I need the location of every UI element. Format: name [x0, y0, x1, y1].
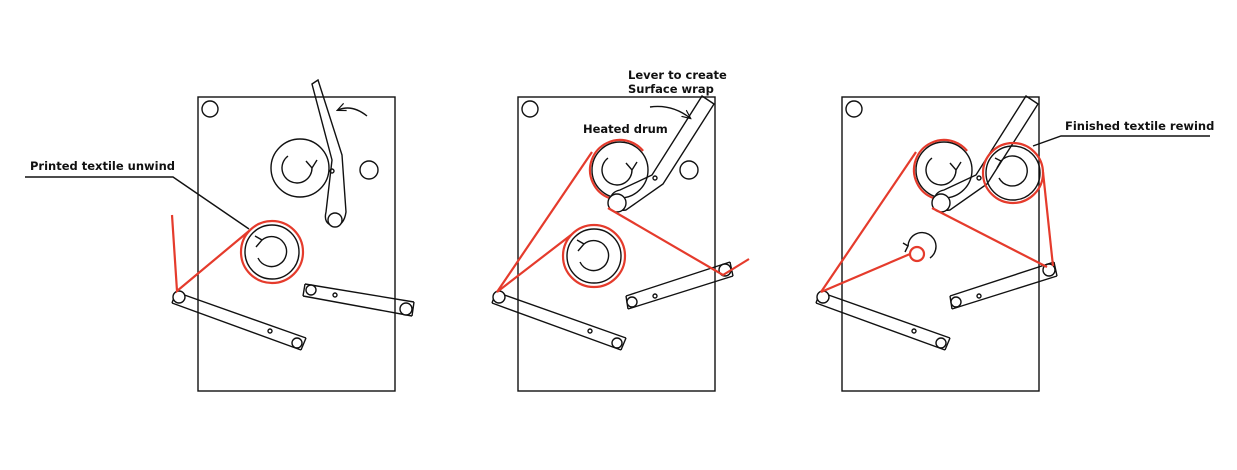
- heated-drum: [270, 138, 330, 198]
- rotation-arrow-head: [576, 239, 586, 252]
- unwind-roll-core: [244, 224, 300, 280]
- rotation-arrow: [281, 155, 313, 184]
- fabric-path: [496, 151, 593, 293]
- lever-pivot: [652, 175, 658, 181]
- unwind-roll: [239, 219, 305, 285]
- corner-hole: [521, 100, 539, 118]
- lever-pivot: [976, 175, 982, 181]
- surface-wrap-lever: [311, 78, 347, 227]
- rewind-leader: [1032, 135, 1210, 147]
- corner-hole: [845, 100, 863, 118]
- empty-unwind-core: [908, 245, 926, 263]
- lever-motion-arrow: [649, 105, 690, 118]
- rotation-arrow: [998, 155, 1028, 187]
- fabric-path: [496, 234, 572, 293]
- machine-frame: [517, 96, 716, 392]
- panel-3: Finished textile rewind: [815, 95, 1214, 392]
- rotation-arrow-head: [625, 161, 638, 172]
- unwind-leader: [25, 176, 250, 230]
- fabric-path: [820, 252, 911, 294]
- lever-motion-arrow: [338, 108, 368, 117]
- idle-roller: [679, 160, 699, 180]
- rotation-arrow: [907, 231, 937, 259]
- fabric-path: [931, 207, 1048, 268]
- tension-arm-left: [815, 290, 951, 351]
- panel-1: Printed textile unwind: [25, 78, 415, 392]
- surface-wrap-lever: [933, 95, 1039, 212]
- rotation-arrow-head: [902, 242, 909, 253]
- unwind-roll: [561, 223, 627, 289]
- idle-roller: [359, 160, 379, 180]
- rotation-arrow-head: [994, 157, 1002, 169]
- rotation-arrow-head: [254, 235, 264, 248]
- machine-frame: [841, 96, 1040, 392]
- rewind-roll: [981, 141, 1045, 205]
- rewind-roll-core: [985, 145, 1041, 201]
- lever-pivot: [329, 168, 335, 174]
- rewind-label: Finished textile rewind: [1065, 119, 1214, 133]
- rotation-arrow: [601, 157, 633, 186]
- rotation-arrow: [925, 157, 957, 186]
- machine-frame: [197, 96, 396, 392]
- rotation-arrow-head: [305, 159, 318, 170]
- lever-roller: [327, 212, 343, 228]
- rotation-arrow-head: [949, 161, 962, 172]
- rotation-arrow: [579, 239, 610, 272]
- fabric-path: [170, 214, 250, 294]
- tension-arm-left: [491, 290, 627, 351]
- corner-hole: [201, 100, 219, 118]
- tension-arm-right: [949, 261, 1058, 310]
- tension-arm-right: [302, 283, 415, 317]
- panel-2: Lever to create Surface wrap Heated drum: [491, 68, 750, 392]
- fabric-path: [820, 151, 917, 293]
- unwind-roll-core: [566, 228, 622, 284]
- rotation-arrow: [257, 235, 288, 268]
- fabric-path: [607, 207, 750, 277]
- fabric-path: [1041, 171, 1055, 267]
- heated-drum-label: Heated drum: [583, 122, 668, 136]
- surface-wrap-lever: [609, 95, 715, 212]
- tension-arm-left: [171, 290, 307, 351]
- lever-label-line-2: Surface wrap: [628, 82, 714, 96]
- unwind-label: Printed textile unwind: [30, 159, 175, 173]
- lever-label-line-1: Lever to create: [628, 68, 727, 82]
- tension-arm-right: [625, 261, 734, 310]
